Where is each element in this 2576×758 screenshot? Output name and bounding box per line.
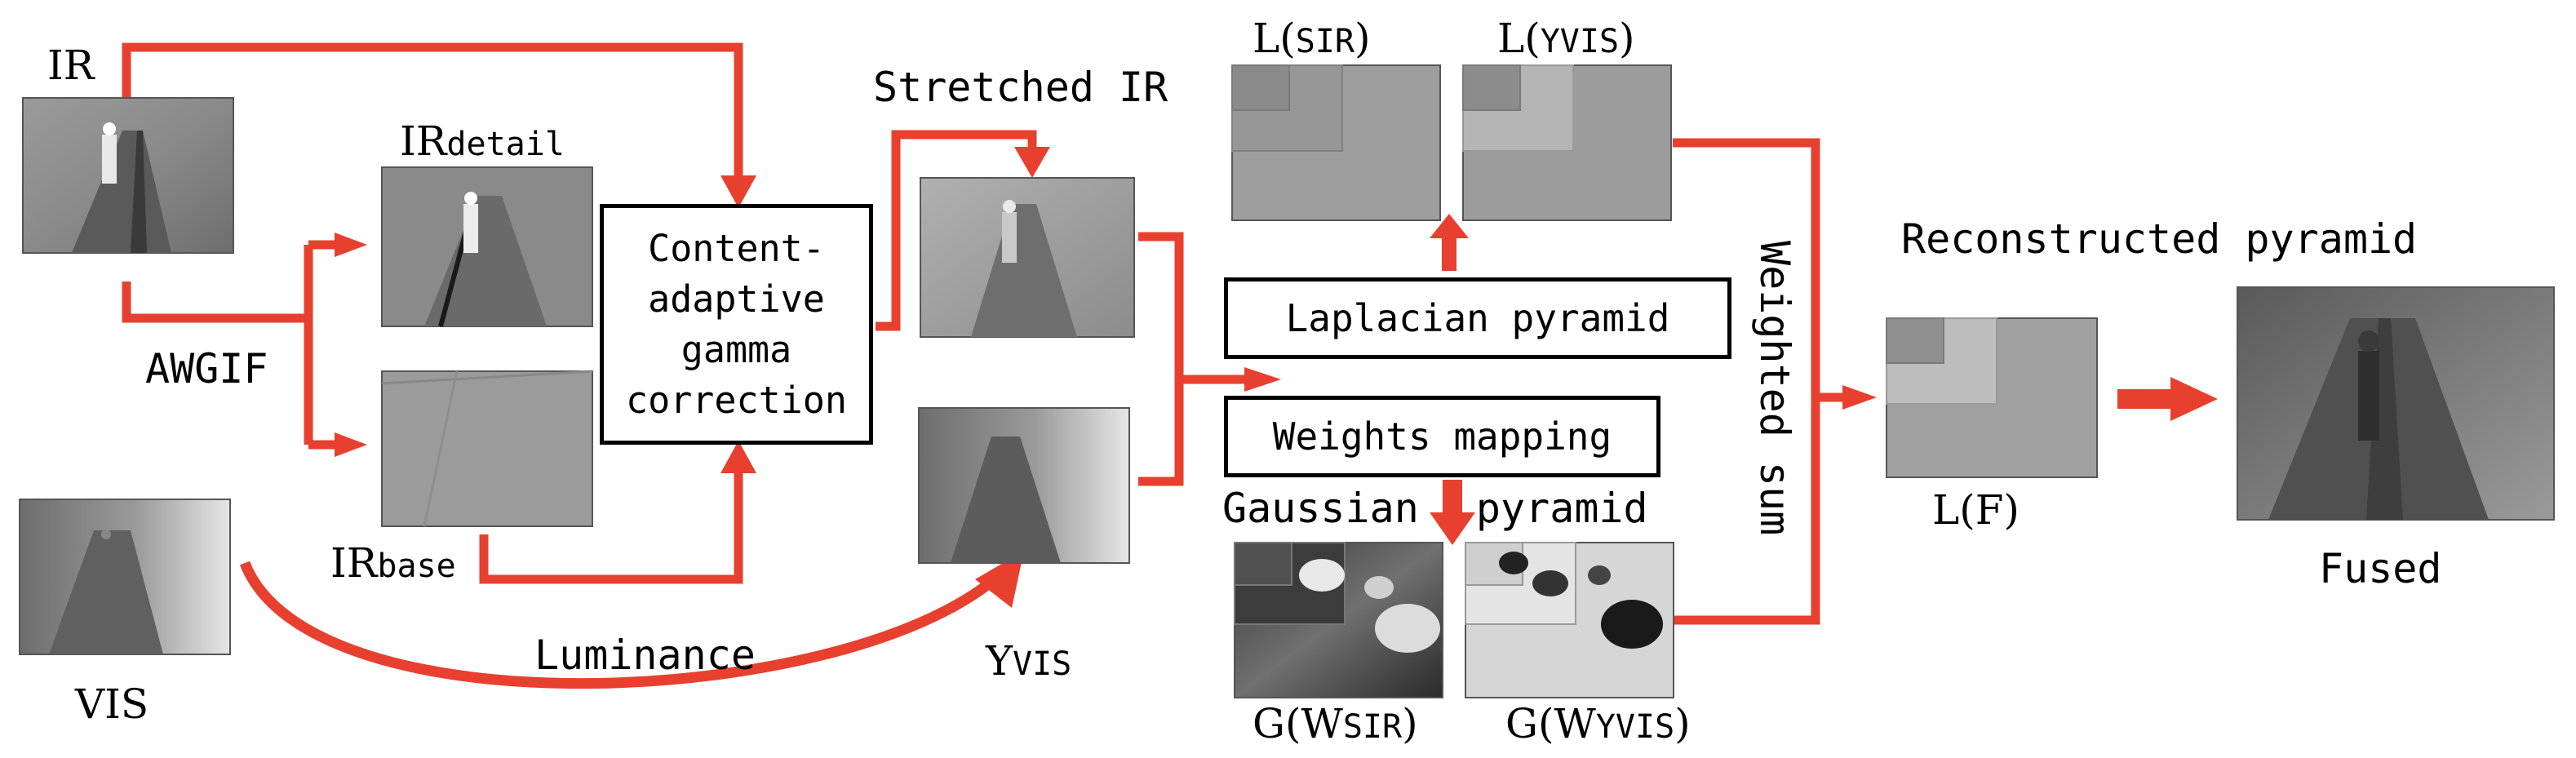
luminance-arrow <box>239 561 1008 689</box>
ir-detail-label: IRdetail <box>400 121 565 162</box>
yvis-label: YVIS <box>986 641 1071 681</box>
l-f-image <box>1886 317 2098 478</box>
yvis-image <box>918 407 1130 564</box>
gamma-correction-text: Content- adaptive gamma correction <box>626 224 847 426</box>
l-yvis-sub: YVIS <box>1540 23 1620 60</box>
l-yvis-image <box>1462 64 1672 221</box>
stretched-ir-image <box>920 177 1135 338</box>
weighted-sum-label: Weighted sum <box>1751 241 1798 536</box>
fused-label: Fused <box>2319 545 2442 592</box>
yvis-main: Y <box>986 637 1013 685</box>
gamma-line-2: adaptive <box>648 277 825 321</box>
l-yvis-pre: L( <box>1497 15 1541 62</box>
ir-detail-image <box>381 166 593 327</box>
connector-lines <box>122 42 1844 625</box>
awgif-label: AWGIF <box>145 345 268 392</box>
ir-base-label: IRbase <box>330 543 456 583</box>
luminance-arrowhead <box>975 551 1024 608</box>
stretched-ir-label: Stretched IR <box>873 64 1168 111</box>
l-yvis-label: L(YVIS) <box>1497 18 1635 59</box>
ir-detail-main: IR <box>400 117 447 165</box>
gaussian-pyramid-label: Gaussian pyramid <box>1222 485 1648 532</box>
gamma-line-1: Content- <box>648 226 825 270</box>
l-yvis-post: ) <box>1619 15 1635 62</box>
g-wsir-label: G(WSIR) <box>1253 703 1418 744</box>
g-wsir-image <box>1234 542 1443 698</box>
g-wsir-post: ) <box>1402 700 1418 747</box>
g-wsir-pre: G(W <box>1253 700 1343 747</box>
g-wyvis-label: G(WYVIS) <box>1505 703 1691 744</box>
l-sir-image <box>1231 64 1441 221</box>
ir-base-image <box>381 370 593 527</box>
gamma-line-3: gamma <box>681 327 792 371</box>
vis-image <box>19 499 231 655</box>
arrowheads <box>335 147 2218 545</box>
ir-base-main: IR <box>330 539 378 587</box>
weights-mapping-label: Weights mapping <box>1272 414 1612 459</box>
ir-label: IR <box>47 42 95 89</box>
l-sir-post: ) <box>1354 15 1371 62</box>
ir-base-sub: base <box>377 547 456 585</box>
l-sir-label: L(SIR) <box>1253 18 1370 59</box>
reconstructed-pyramid-label: Reconstructed pyramid <box>1901 215 2418 263</box>
thick-arrows <box>1442 238 2175 514</box>
ir-detail-sub: detail <box>446 126 565 163</box>
laplacian-pyramid-label: Laplacian pyramid <box>1285 296 1670 340</box>
luminance-label: Luminance <box>534 632 756 679</box>
ir-image <box>22 97 234 254</box>
yvis-sub: VIS <box>1013 645 1072 683</box>
g-wyvis-sub: YVIS <box>1595 708 1675 746</box>
g-wsir-sub: SIR <box>1342 708 1403 746</box>
gamma-line-4: correction <box>626 378 847 422</box>
l-sir-pre: L( <box>1253 15 1296 62</box>
fused-image <box>2237 286 2555 521</box>
laplacian-pyramid-box: Laplacian pyramid <box>1224 277 1731 359</box>
vis-label: VIS <box>75 680 149 728</box>
gamma-correction-box: Content- adaptive gamma correction <box>600 204 873 445</box>
g-wyvis-pre: G(W <box>1505 700 1596 747</box>
weights-mapping-box: Weights mapping <box>1224 396 1660 477</box>
l-f-label: L(F) <box>1932 486 2020 534</box>
g-wyvis-post: ) <box>1674 700 1691 747</box>
l-sir-sub: SIR <box>1295 23 1355 60</box>
g-wyvis-image <box>1465 542 1674 698</box>
